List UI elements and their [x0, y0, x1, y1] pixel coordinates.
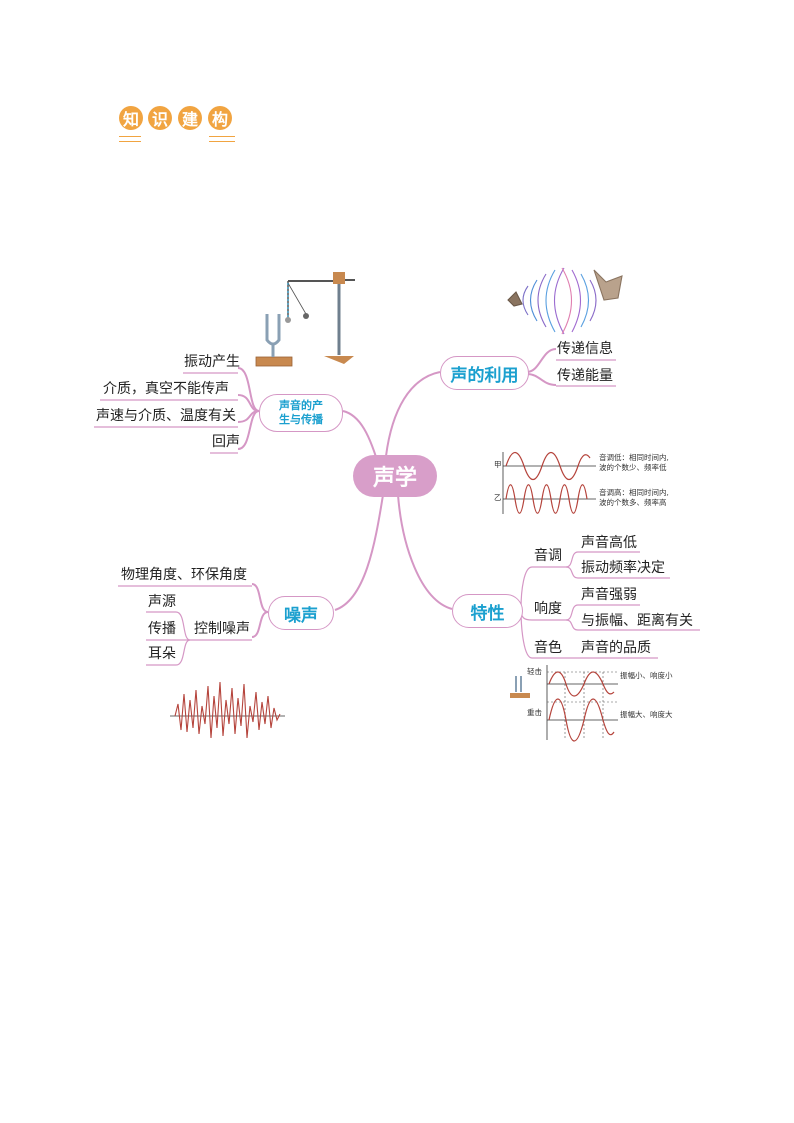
char-loudness-item-2: 与振幅、距离有关 — [581, 613, 693, 629]
wave-label-heavy: 重击 — [527, 708, 542, 717]
use-item-energy: 传递能量 — [557, 368, 613, 384]
noise-item-control: 控制噪声 — [194, 621, 250, 637]
bat-echo-illustration — [507, 267, 623, 335]
node-sound-production-title-2: 生与传播 — [279, 413, 323, 426]
header-char-1: 知 — [119, 106, 143, 130]
char-loudness-label: 响度 — [534, 601, 562, 617]
char-timbre-label: 音色 — [534, 640, 562, 656]
noise-item-perspective: 物理角度、环保角度 — [121, 567, 247, 583]
tuning-fork-pendulum-illustration — [255, 272, 355, 367]
production-item-echo: 回声 — [212, 434, 240, 450]
node-characteristics: 特性 — [452, 594, 523, 628]
production-item-vibration: 振动产生 — [184, 354, 240, 370]
wave-label-jia: 甲 — [494, 460, 502, 469]
center-node: 声学 — [353, 455, 437, 497]
header-char-2: 识 — [148, 106, 172, 130]
wave-note-large-amplitude: 振幅大、响度大 — [620, 710, 673, 719]
noise-subitem-source: 声源 — [148, 594, 176, 610]
char-pitch-item-1: 声音高低 — [581, 535, 637, 551]
wave-note-small-amplitude: 振幅小、响度小 — [620, 671, 673, 680]
noise-subitem-propagation: 传播 — [148, 621, 176, 637]
node-sound-production-title-1: 声音的产 — [279, 399, 323, 412]
wave-note-low-2: 波的个数少、频率低 — [599, 463, 667, 472]
wave-note-low-1: 音调低：相同时间内, — [599, 453, 669, 462]
node-sound-use: 声的利用 — [440, 356, 529, 390]
node-sound-production: 声音的产 生与传播 — [259, 394, 343, 432]
noise-waveform — [170, 681, 285, 739]
char-loudness-item-1: 声音强弱 — [581, 587, 637, 603]
char-pitch-label: 音调 — [534, 548, 562, 564]
wave-note-high-1: 音调高：相同时间内, — [599, 488, 669, 497]
pitch-wave-diagram — [502, 451, 596, 514]
loudness-wave-diagram — [510, 665, 618, 742]
wave-label-yi: 乙 — [494, 493, 502, 502]
wave-note-high-2: 波的个数多、频率高 — [599, 498, 667, 507]
header-char-3: 建 — [178, 106, 202, 130]
production-item-speed: 声速与介质、温度有关 — [96, 408, 236, 424]
header-char-4: 构 — [208, 106, 232, 130]
node-noise: 噪声 — [268, 596, 334, 630]
production-item-medium: 介质，真空不能传声 — [103, 381, 229, 397]
char-pitch-item-2: 振动频率决定 — [581, 560, 665, 576]
noise-subitem-ear: 耳朵 — [148, 646, 176, 662]
wave-label-light: 轻击 — [527, 667, 542, 676]
char-timbre-item: 声音的品质 — [581, 640, 651, 656]
use-item-information: 传递信息 — [557, 341, 613, 357]
